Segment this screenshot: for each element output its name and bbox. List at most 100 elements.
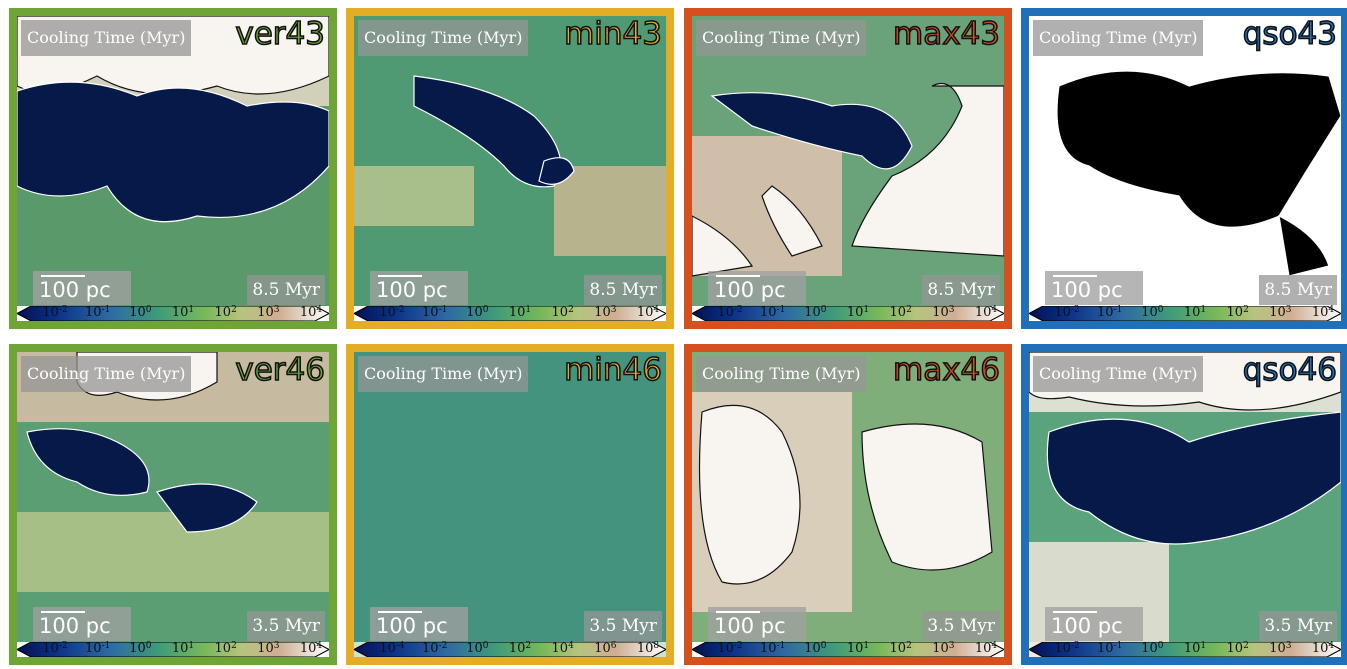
colorbar-tick: 101 [846,305,870,320]
quantity-label: Cooling Time (Myr) [1033,20,1204,56]
colorbar-tick: 100 [466,641,489,656]
colorbar-tick: 100 [1141,305,1164,320]
scale-bar-label: 100 pc [714,278,786,302]
colorbar-tick: 106 [594,641,617,656]
colorbar-tick: 10-1 [421,305,448,320]
quantity-label: Cooling Time (Myr) [21,20,192,56]
scale-bar-label: 100 pc [39,614,111,638]
colorbar-tick: 103 [257,305,280,320]
simulation-name: qso46 [1242,352,1338,389]
colorbar-tick: 104 [299,641,323,656]
colorbar [17,306,329,321]
colorbar-tick: 101 [508,305,532,320]
simulation-name: ver43 [235,16,326,53]
scale-bar-label: 100 pc [1051,614,1123,638]
colorbar [1029,306,1341,321]
scale-bar: 100 pc [708,607,806,641]
colorbar-tick: 10-1 [84,305,111,320]
time-label: 8.5 Myr [584,275,662,305]
simulation-name: max46 [892,352,1001,389]
colorbar-tick: 103 [1269,641,1292,656]
colorbar-tick: 10-1 [759,305,786,320]
colorbar [1029,642,1341,657]
colorbar-tick: 100 [804,641,827,656]
colorbar [17,642,329,657]
scale-bar: 100 pc [370,607,468,641]
simulation-name: qso43 [1242,16,1338,53]
colorbar-tick: 103 [932,641,955,656]
scale-bar-line [1053,275,1097,277]
colorbar [692,306,1004,321]
scale-bar-label: 100 pc [714,614,786,638]
quantity-label: Cooling Time (Myr) [1033,356,1204,392]
time-label: 3.5 Myr [1259,611,1337,641]
colorbar-tick: 10-2 [379,305,405,320]
scale-bar-line [41,611,85,613]
colorbar-tick: 100 [1141,641,1164,656]
simulation-name: min46 [563,352,662,389]
scale-bar-line [378,275,422,277]
simulation-name: ver46 [235,352,326,389]
colorbar-tick: 104 [551,641,574,656]
colorbar-tick: 101 [1183,305,1207,320]
scale-bar: 100 pc [708,271,806,305]
colorbar-tick: 101 [846,641,870,656]
quantity-label: Cooling Time (Myr) [696,356,867,392]
colorbar-tick: 10-1 [1096,641,1123,656]
time-label: 8.5 Myr [922,275,1000,305]
colorbar-tick: 10-1 [84,641,111,656]
colorbar-tick: 10-2 [1054,305,1080,320]
scale-bar-line [1053,611,1097,613]
scale-bar-line [378,611,422,613]
scale-bar-line [716,275,760,277]
colorbar-tick: 103 [594,305,617,320]
cooling-time-map [354,16,666,306]
colorbar [354,306,666,321]
colorbar-tick: 102 [1226,641,1249,656]
time-label: 8.5 Myr [247,275,325,305]
colorbar-tick: 100 [129,641,152,656]
cooling-time-map [17,352,329,642]
scale-bar-line [41,275,85,277]
colorbar-tick: 10-2 [717,641,743,656]
colorbar-tick: 101 [171,305,195,320]
scale-bar-label: 100 pc [39,278,111,302]
scale-bar: 100 pc [1045,607,1143,641]
scale-bar: 100 pc [33,607,131,641]
cooling-time-map [1029,16,1341,306]
quantity-label: Cooling Time (Myr) [21,356,192,392]
simulation-name: min43 [563,16,662,53]
scale-bar: 100 pc [1045,271,1143,305]
colorbar-tick: 10-2 [42,305,68,320]
cooling-time-map [354,352,666,657]
colorbar-tick: 102 [889,305,912,320]
colorbar-tick: 101 [171,641,195,656]
quantity-label: Cooling Time (Myr) [696,20,867,56]
colorbar-tick: 103 [1269,305,1292,320]
colorbar-tick: 100 [129,305,152,320]
time-label: 3.5 Myr [247,611,325,641]
cooling-time-map [692,352,1004,642]
colorbar-tick: 108 [636,641,660,656]
colorbar-tick: 102 [1226,305,1249,320]
colorbar [692,642,1004,657]
colorbar-tick: 10-4 [379,641,405,656]
colorbar-tick: 10-2 [421,641,448,656]
colorbar-tick: 100 [466,305,489,320]
colorbar-tick: 102 [551,305,574,320]
quantity-label: Cooling Time (Myr) [358,20,529,56]
colorbar-tick: 104 [636,305,660,320]
colorbar-tick: 104 [974,305,998,320]
